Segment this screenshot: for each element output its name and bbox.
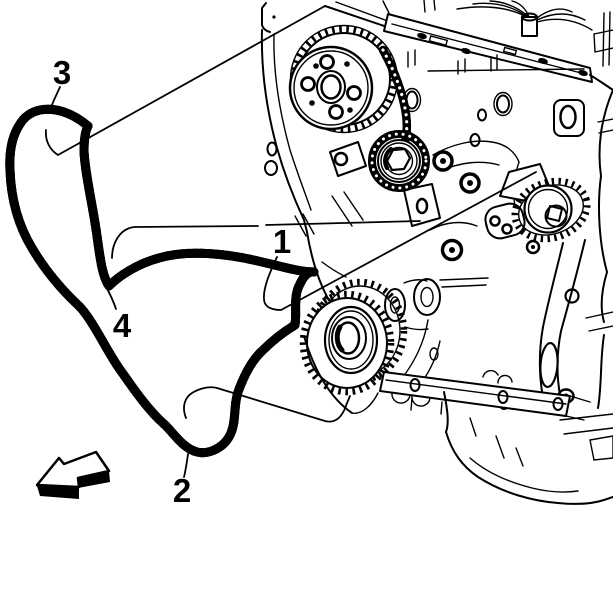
front-of-engine-arrow	[35, 450, 111, 489]
right-sprocket-assembly	[482, 163, 591, 413]
crankshaft-sprocket	[299, 278, 408, 396]
alignment-line-to-crank-sprocket	[183, 386, 351, 423]
timing-chain	[10, 109, 319, 452]
callout-1-leader	[263, 171, 537, 311]
cylinder-head-rail	[383, 13, 613, 91]
callout-2: 2	[173, 472, 191, 509]
callout-3: 3	[53, 54, 71, 91]
camshaft-sprocket	[288, 24, 399, 134]
tensioner-bracket	[329, 141, 441, 227]
direction-arrow	[35, 450, 111, 499]
alignment-line-to-cam-sprocket	[45, 5, 326, 157]
block-right-edge	[585, 11, 613, 409]
oil-pan-flange	[379, 371, 591, 421]
cover-parting-line	[111, 220, 421, 259]
radiating-fan	[456, 0, 593, 37]
callout-4: 4	[113, 307, 132, 344]
oil-pan-silhouette	[303, 335, 613, 505]
callout-1: 1	[273, 223, 291, 260]
engine-assembly	[260, 0, 613, 505]
drive-gear	[368, 130, 430, 192]
callouts: 3 1 4 2	[53, 54, 291, 509]
callout-2-leader	[183, 453, 189, 478]
